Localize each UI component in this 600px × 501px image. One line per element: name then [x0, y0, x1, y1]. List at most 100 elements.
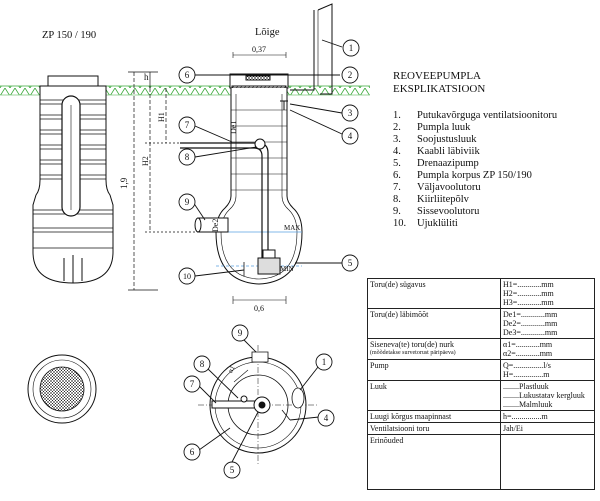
- legend-item-text: Soojustusluuk: [417, 134, 477, 145]
- legend-item-number: 7.: [393, 182, 401, 193]
- spec-label: Luugi kõrgus maapinnast: [370, 412, 452, 421]
- legend-item-number: 2.: [393, 122, 401, 133]
- callouts: [178, 39, 360, 479]
- callout-2: 2: [348, 70, 353, 80]
- pump-station-exterior-view: [32, 75, 114, 284]
- spec-label: Luuk: [370, 382, 387, 391]
- dim-de2: De2: [211, 219, 220, 232]
- spec-value: Q=...............l/s: [503, 361, 551, 370]
- spec-label: Erinõuded: [370, 436, 404, 445]
- legend-item-text: Pumpla korpus ZP 150/190: [417, 170, 532, 181]
- callout-9-plan: 9: [238, 328, 243, 338]
- callout-3: 3: [348, 108, 353, 118]
- legend-item-number: 4.: [393, 146, 401, 157]
- callout-6: 6: [185, 70, 190, 80]
- spec-value: α2=............mm: [503, 349, 553, 358]
- spec-value: De1=............mm: [503, 310, 558, 319]
- callout-9: 9: [185, 197, 190, 207]
- legend-item-text: Drenaazipump: [417, 158, 479, 169]
- spec-label: Siseneva(te) toru(de) nurk: [370, 340, 454, 349]
- legend-item-number: 9.: [393, 206, 401, 217]
- legend-item: 10. Ujuklüliti: [393, 218, 593, 230]
- spec-value: H3=............mm: [503, 298, 554, 307]
- spec-row: Erinõuded: [367, 434, 595, 490]
- legend-item-number: 6.: [393, 170, 401, 181]
- legend-title: REOVEEPUMPLA EKSPLIKATSIOON: [393, 70, 486, 95]
- legend-item: 5. Drenaazipump: [393, 158, 593, 170]
- dim-top-width: 0,37: [252, 45, 266, 54]
- legend-item: 2. Pumpla luuk: [393, 122, 593, 134]
- legend-item: 8. Kiirliitepõlv: [393, 194, 593, 206]
- spec-label: Toru(de) sügavus: [370, 280, 426, 289]
- legend-item-number: 1.: [393, 110, 401, 121]
- callout-10: 10: [183, 272, 191, 281]
- spec-value: H1=............mm: [503, 280, 554, 289]
- spec-value-cell: h=...............m: [500, 410, 595, 423]
- legend-item-text: Ujuklüliti: [417, 218, 458, 229]
- cover-plan-view: [27, 354, 97, 424]
- angle-alpha: α1: [226, 364, 237, 375]
- level-min: MIN: [280, 265, 294, 273]
- spec-label-note: (mõõdetakse survetorust päripäeva): [370, 350, 456, 356]
- legend-item-number: 10.: [393, 218, 407, 229]
- spec-label-cell: Luuk: [367, 380, 501, 411]
- spec-label-cell: Toru(de) läbimõõt: [367, 308, 501, 339]
- callout-8: 8: [185, 152, 190, 162]
- callout-6-plan: 6: [190, 447, 195, 457]
- callout-7-plan: 7: [190, 379, 195, 389]
- legend-item-text: Kaabli läbiviik: [417, 146, 480, 157]
- legend-item-number: 3.: [393, 134, 401, 145]
- spec-label: Toru(de) läbimõõt: [370, 310, 429, 319]
- section-label: Lõige: [255, 27, 280, 38]
- spec-value: De2=............mm: [503, 319, 558, 328]
- spec-value: ........Malmluuk: [503, 400, 553, 409]
- legend-item: 3. Soojustusluuk: [393, 134, 593, 146]
- legend-item-text: Pumpla luuk: [417, 122, 471, 133]
- spec-label-cell: Erinõuded: [367, 434, 501, 490]
- legend-item: 4. Kaabli läbiviik: [393, 146, 593, 158]
- spec-row: Luugi kõrgus maapinnast h=...............…: [367, 410, 595, 423]
- spec-row: Luuk........Plastluuk........Lukustatav …: [367, 380, 595, 411]
- model-label: ZP 150 / 190: [42, 30, 96, 41]
- callout-5-plan: 5: [230, 465, 235, 475]
- legend-item-text: Väljavoolutoru: [417, 182, 481, 193]
- callout-5: 5: [348, 258, 353, 268]
- callout-7: 7: [185, 120, 190, 130]
- spec-value: h=...............m: [503, 412, 548, 421]
- legend-item-text: Sissevoolutoru: [417, 206, 480, 217]
- legend-item: 7. Väljavoolutoru: [393, 182, 593, 194]
- legend-item-number: 5.: [393, 158, 401, 169]
- spec-label-cell: Siseneva(te) toru(de) nurk(mõõdetakse su…: [367, 338, 501, 360]
- spec-label: Pump: [370, 361, 389, 370]
- dim-bottom-width: 0,6: [254, 304, 264, 313]
- station-plan-view: [198, 345, 318, 465]
- level-max: MAX: [284, 224, 300, 232]
- spec-label-cell: Ventilatsiooni toru: [367, 422, 501, 435]
- legend-item-number: 8.: [393, 194, 401, 205]
- callout-4-plan: 4: [324, 413, 329, 423]
- spec-label-cell: Toru(de) sügavus: [367, 278, 501, 309]
- spec-label-cell: Luugi kõrgus maapinnast: [367, 410, 501, 423]
- spec-value: H2=............mm: [503, 289, 554, 298]
- height-dimensions: [128, 71, 230, 291]
- dim-h2: H2: [141, 156, 150, 166]
- dim-total-height: 1,9: [119, 177, 129, 189]
- spec-value: H=...............m: [503, 370, 550, 379]
- spec-row: Siseneva(te) toru(de) nurk(mõõdetakse su…: [367, 338, 595, 360]
- pump-station-section-view: [180, 3, 333, 304]
- spec-value: ........Plastluuk: [503, 382, 549, 391]
- legend-item: 6. Pumpla korpus ZP 150/190: [393, 170, 593, 182]
- spec-value-cell: Jah/Ei: [500, 422, 595, 435]
- legend-item: 9. Sissevoolutoru: [393, 206, 593, 218]
- spec-value-cell: [500, 434, 595, 490]
- legend-item-text: Kiirliitepõlv: [417, 194, 469, 205]
